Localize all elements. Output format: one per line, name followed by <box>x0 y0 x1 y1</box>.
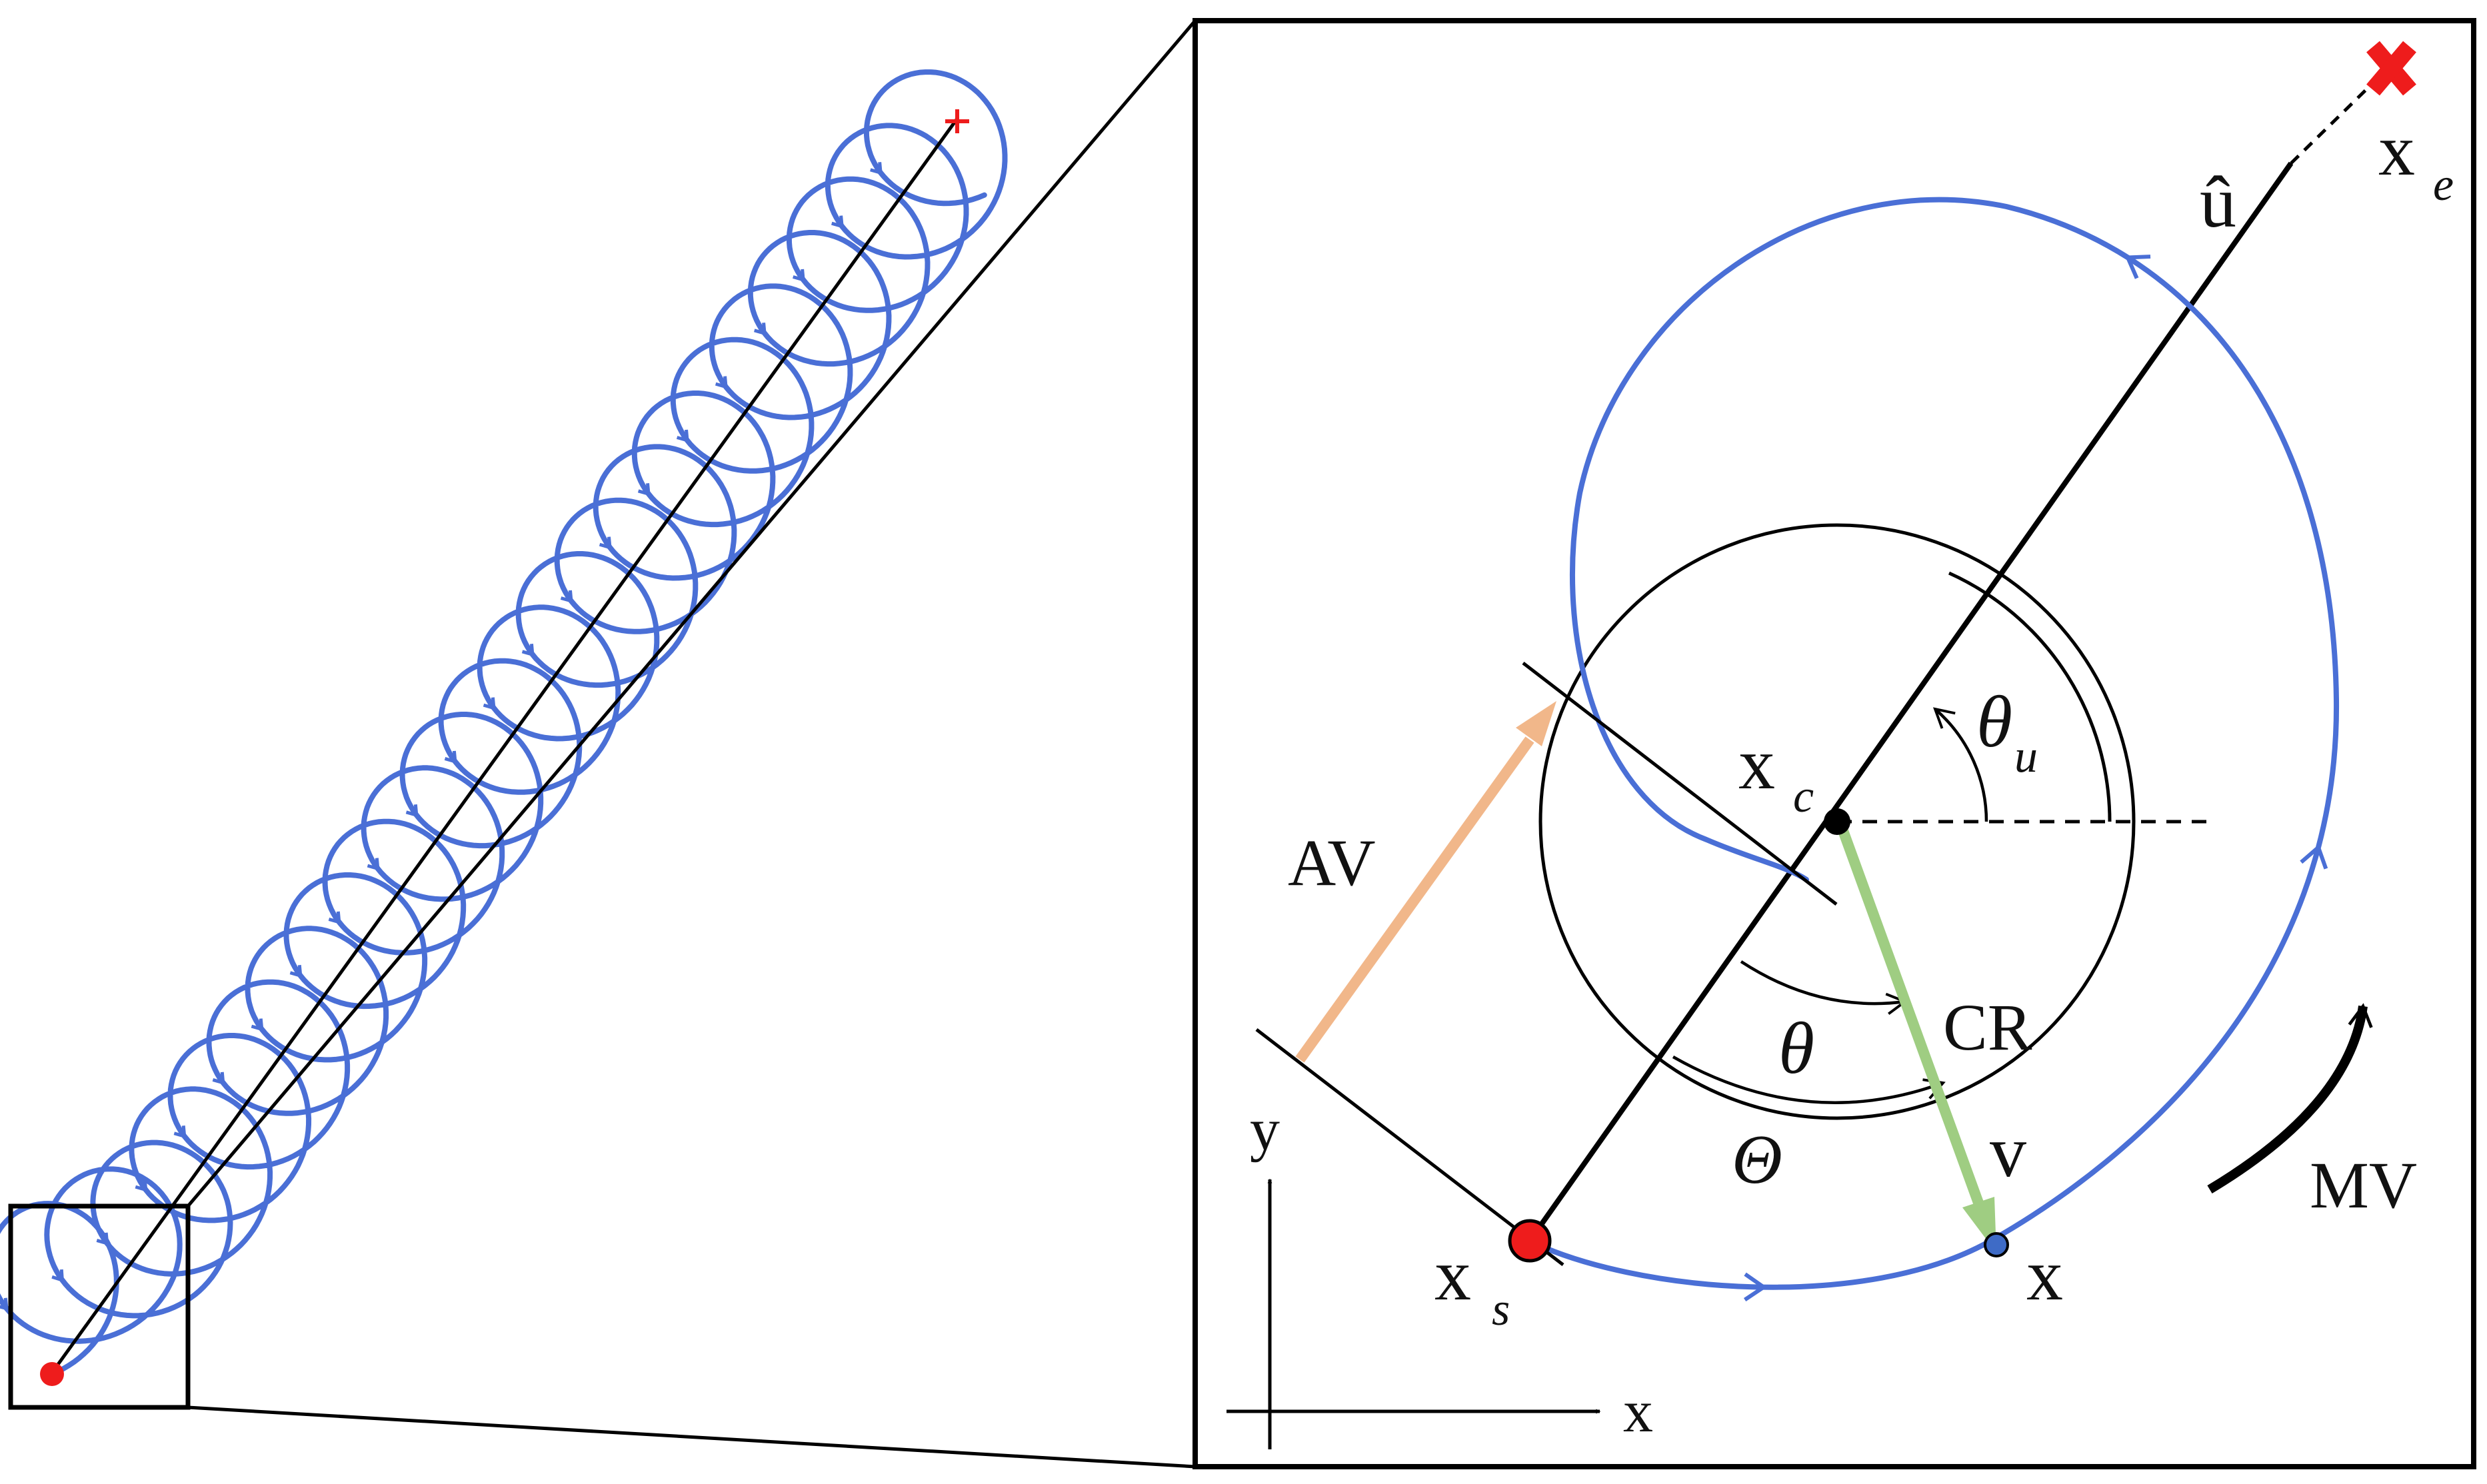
overview-direction-tick <box>289 965 303 978</box>
overview-start-dot <box>40 1362 64 1386</box>
detail-direction-tick <box>1743 1272 1768 1301</box>
theta-label: θ <box>1778 1008 1814 1089</box>
overview-end-marker <box>945 109 969 133</box>
zoom-connector-top <box>187 19 1197 1207</box>
big-theta-label: Θ <box>1732 1120 1782 1198</box>
overview-direction-tick <box>135 1179 148 1192</box>
overview-direction-tick <box>637 483 651 496</box>
theta-u-subscript: u <box>2014 731 2038 782</box>
overview-direction-tick <box>560 590 573 604</box>
detail-direction-tick <box>2300 844 2328 870</box>
theta-u-arrow-arc <box>1932 707 1988 822</box>
overview-direction-tick <box>444 750 457 764</box>
overview-direction-tick <box>793 269 805 283</box>
perpendicular-line-upper <box>1522 662 1838 906</box>
overview-direction-tick <box>521 644 535 657</box>
zoom-connector-bottom <box>187 1405 1196 1469</box>
overview-direction-tick <box>870 162 883 175</box>
overview-direction-ticks <box>0 162 883 1311</box>
detail-direction-ticks <box>1743 255 2328 1301</box>
detail-content: û x e x c x s x θ u θ Θ AV CR v MV x y <box>1227 41 2454 1449</box>
overview-direction-tick <box>212 1072 225 1086</box>
center-point <box>1824 808 1850 835</box>
cr-label: CR <box>1943 990 2032 1064</box>
overview-direction-tick <box>405 804 419 818</box>
current-point <box>1984 1232 2009 1257</box>
theta-u-arc <box>1948 571 2112 822</box>
overview-direction-tick <box>0 1297 9 1311</box>
start-point <box>1508 1219 1552 1263</box>
overview-direction-tick <box>831 215 844 229</box>
x-e-subscript: e <box>2433 159 2454 211</box>
u-hat-label: û <box>2200 161 2236 243</box>
overview-direction-tick <box>173 1125 187 1139</box>
overview-direction-tick <box>715 376 728 389</box>
x-c-label: x <box>1738 723 1775 804</box>
overview-direction-tick <box>328 911 341 925</box>
cycle-circle <box>1538 523 2136 1120</box>
heading-line <box>1527 161 2294 1243</box>
av-arrowhead <box>1516 701 1556 746</box>
overview-panel <box>0 69 1008 1410</box>
av-arrow <box>1295 736 1534 1063</box>
overview-direction-tick <box>753 323 767 336</box>
theta-u-label: θ <box>1976 681 2012 762</box>
theta-arc <box>1740 960 1908 1015</box>
perpendicular-line-lower <box>1255 1028 1564 1266</box>
end-goal-marker <box>2366 41 2416 96</box>
x-c-subscript: c <box>1793 771 1814 822</box>
zoom-box <box>8 1203 191 1410</box>
axis-x-label: x <box>1623 1379 1653 1445</box>
overview-direction-tick <box>676 429 689 443</box>
av-label: AV <box>1288 826 1376 900</box>
mv-arrow <box>2207 1003 2373 1194</box>
overview-direction-tick <box>96 1232 109 1246</box>
overview-direction-tick <box>251 1018 264 1032</box>
mv-label: MV <box>2310 1148 2417 1222</box>
x-s-subscript: s <box>1492 1284 1510 1335</box>
axis-y-label: y <box>1250 1097 1280 1163</box>
x-s-label: x <box>1434 1234 1471 1315</box>
overview-direction-tick <box>51 1269 65 1283</box>
detail-direction-tick <box>2124 255 2151 279</box>
x-e-label: x <box>2378 109 2415 191</box>
overview-direction-tick <box>367 858 380 871</box>
overview-direction-tick <box>483 697 496 710</box>
cr-arrow <box>1834 820 1984 1205</box>
overview-direction-tick <box>599 536 612 550</box>
x-point-label: x <box>2026 1234 2063 1315</box>
overview-heading-line <box>50 117 959 1374</box>
overview-trajectory <box>0 69 1008 1377</box>
v-label: v <box>1990 1111 2026 1192</box>
big-theta-arc <box>1672 1056 1946 1104</box>
detail-panel <box>1193 18 2476 1469</box>
